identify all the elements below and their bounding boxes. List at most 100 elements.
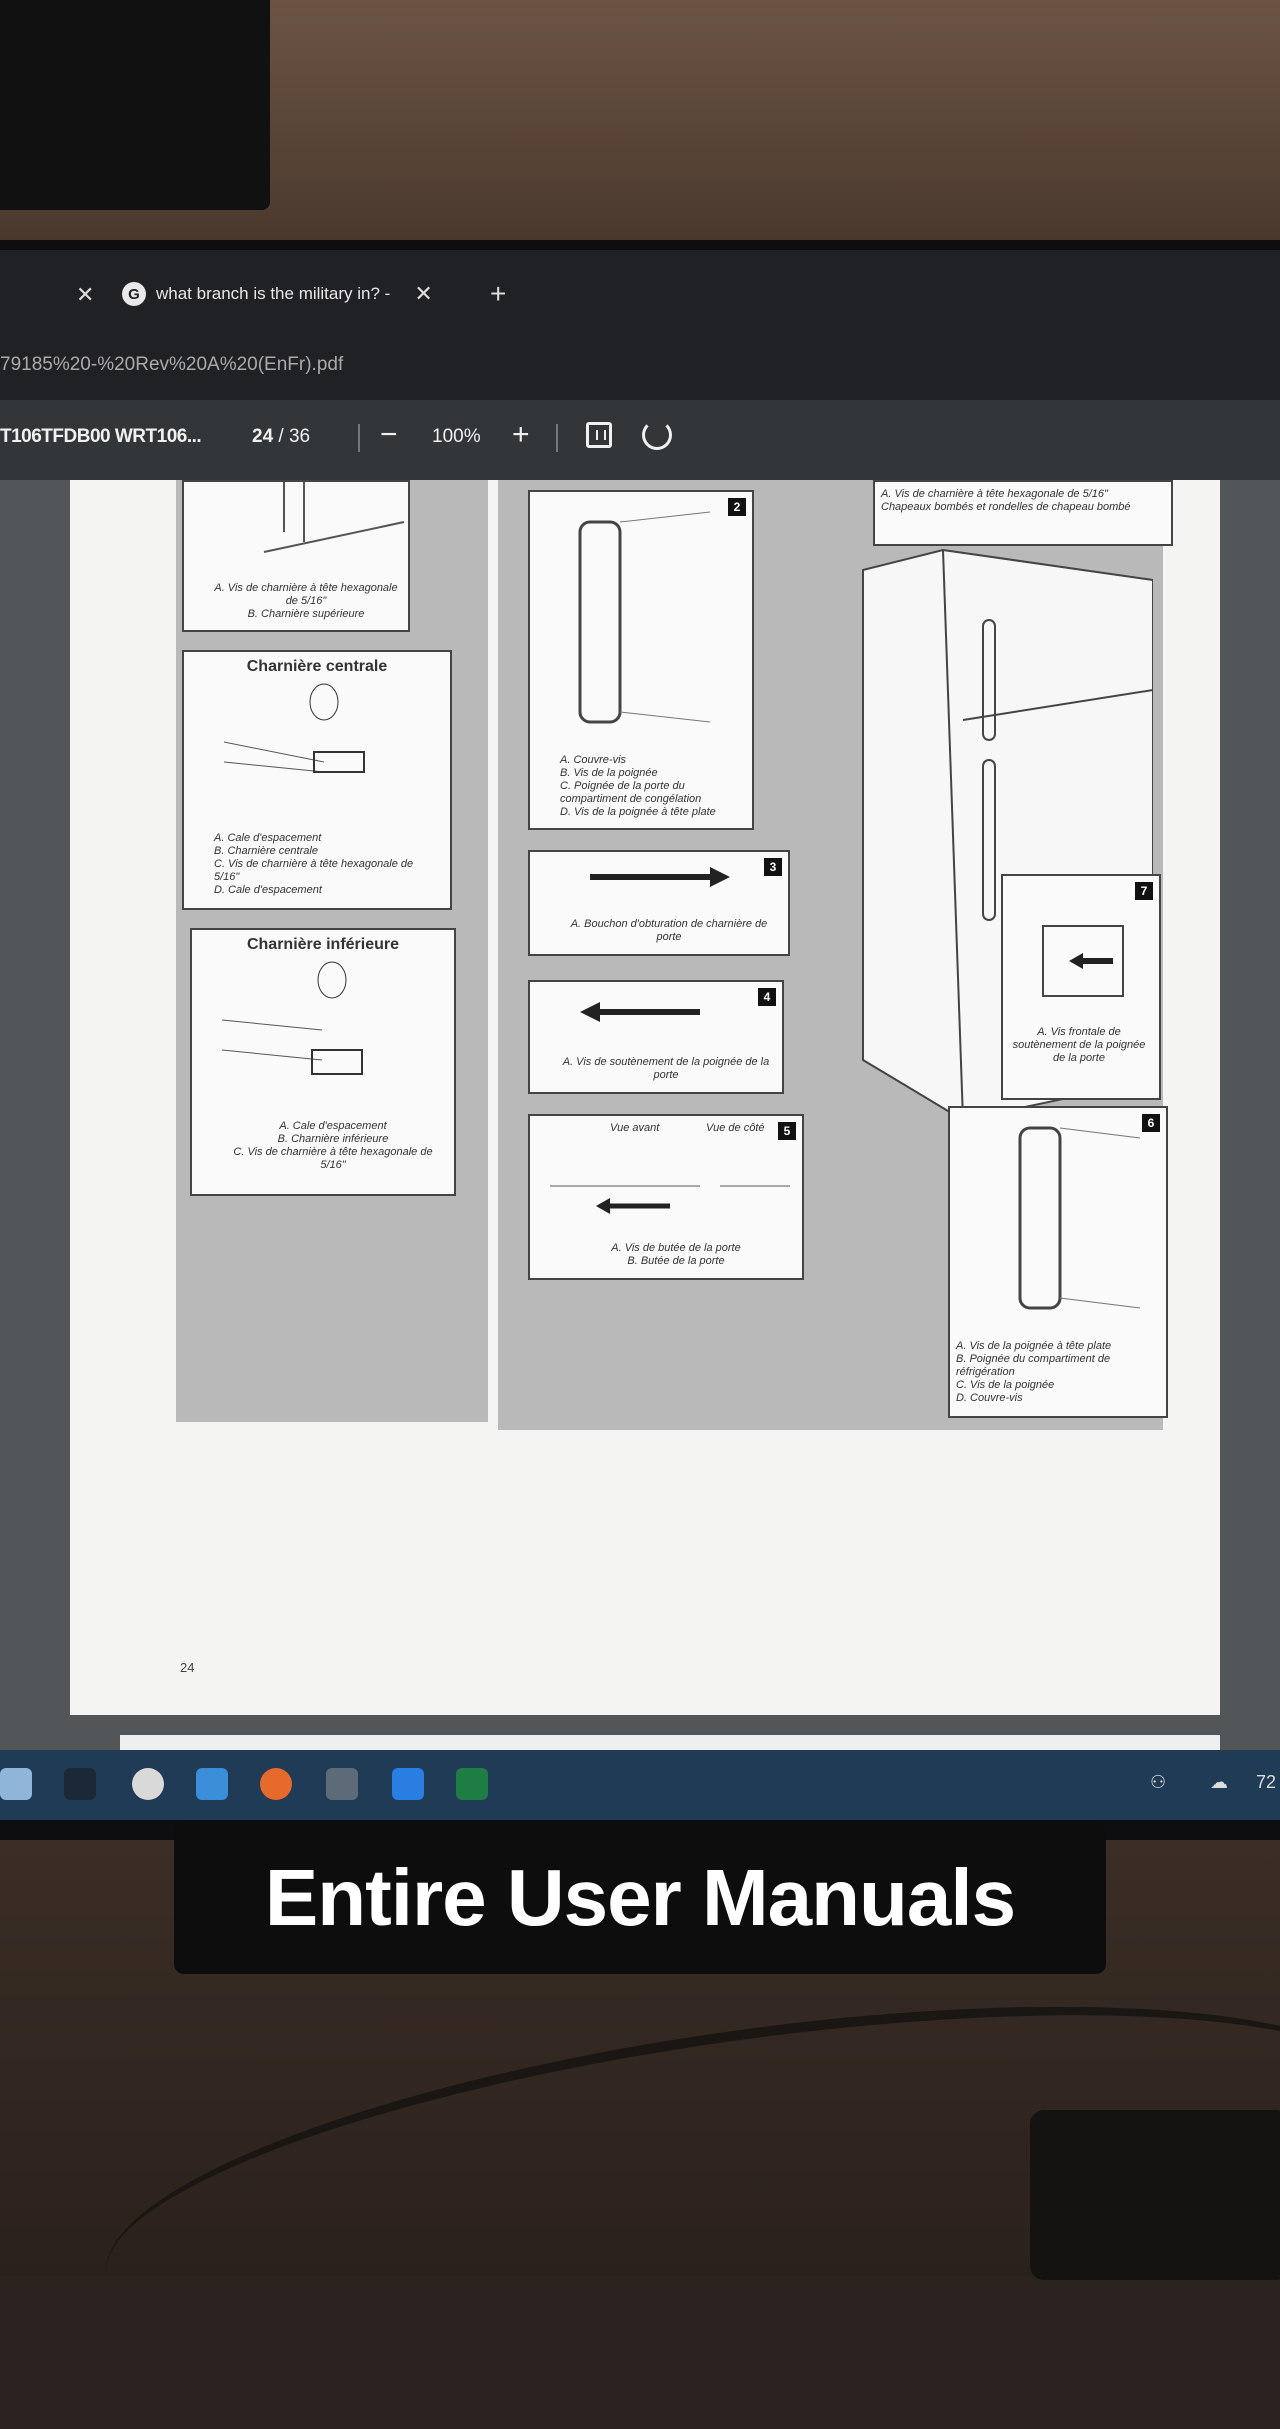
- caption-line: A. Couvre-vis: [560, 754, 627, 766]
- figure-caption: A. Cale d'espacement B. Charnière centra…: [214, 832, 440, 897]
- caption-line: B. Vis de la poignée: [560, 767, 658, 779]
- figure-number: 3: [764, 858, 782, 876]
- figure-number: 6: [1142, 1114, 1160, 1132]
- figure-number: 7: [1135, 882, 1153, 900]
- figure-caption: A. Vis de la poignée à tête plate B. Poi…: [956, 1340, 1156, 1405]
- caption-line: C. Poignée de la porte du compartiment d…: [560, 780, 702, 805]
- arrow-right-drawing: [590, 867, 730, 887]
- zoom-out-button[interactable]: −: [380, 418, 398, 451]
- windows-taskbar: ⚇ ☁ 72: [0, 1750, 1280, 1820]
- caption-line: A. Vis de butée de la porte: [611, 1242, 741, 1254]
- hinge-center-drawing: [223, 683, 365, 773]
- steam-icon[interactable]: [64, 1768, 96, 1800]
- zoom-in-button[interactable]: +: [512, 418, 530, 451]
- figure-caption: A. Vis frontale de soutènement de la poi…: [1012, 1026, 1146, 1064]
- close-icon[interactable]: ✕: [414, 281, 433, 306]
- video-caption: Entire User Manuals: [174, 1822, 1106, 1974]
- figure-caption: A. Vis de soutènement de la poignée de l…: [562, 1056, 770, 1081]
- caption-line: A. Vis de la poignée à tête plate: [956, 1340, 1112, 1352]
- refrigerator-figure: A. Vis de charnière à tête hexagonale de…: [853, 480, 1173, 1244]
- mail-icon[interactable]: [196, 1768, 228, 1800]
- new-tab-icon[interactable]: +: [490, 278, 507, 309]
- browser-tab[interactable]: G what branch is the military in? - ✕: [122, 274, 433, 314]
- page-total: / 36: [278, 426, 311, 447]
- figure-caption: A. Couvre-vis B. Vis de la poignée C. Po…: [560, 754, 742, 819]
- figure-caption: A. Vis de charnière à tête hexagonale de…: [214, 582, 398, 621]
- pdf-title: T106TFDB00 WRT106...: [0, 426, 202, 447]
- figure-number: 4: [758, 988, 776, 1006]
- right-column: 2 A. Couvre-vis B. Vis de la poignée C. …: [498, 480, 1173, 1430]
- caption-line: B. Charnière inférieure: [277, 1133, 389, 1145]
- figure-7: 7 A. Vis frontale de soutènement de la p…: [1001, 874, 1161, 1100]
- view-label-side: Vue de côté: [706, 1122, 765, 1134]
- fit-page-icon[interactable]: [586, 422, 612, 448]
- caption-line: D. Cale d'espacement: [214, 884, 322, 896]
- chrome-icon[interactable]: [132, 1768, 164, 1800]
- weather-icon[interactable]: ☁: [1210, 1772, 1228, 1792]
- desk-object: [1030, 2110, 1280, 2280]
- caption-line: D. Couvre-vis: [956, 1392, 1023, 1404]
- rotate-icon[interactable]: [642, 420, 672, 450]
- monitor-screen: ✕ G what branch is the military in? - ✕ …: [0, 250, 1280, 1820]
- weather-temperature: 72: [1256, 1772, 1277, 1792]
- tab-bar: ✕ G what branch is the military in? - ✕ …: [0, 270, 1280, 320]
- caption-line: A. Cale d'espacement: [214, 832, 322, 844]
- pdf-toolbar: T106TFDB00 WRT106... 24 / 36 − 100% +: [0, 400, 1280, 480]
- tab-title: what branch is the military in? -: [156, 284, 391, 303]
- address-url: 79185%20-%20Rev%20A%20(EnFr).pdf: [0, 354, 344, 375]
- figure-caption: A. Vis de charnière à tête hexagonale de…: [881, 488, 1131, 513]
- caption-line: B. Poignée du compartiment de réfrigérat…: [956, 1353, 1111, 1378]
- figure-hinge-bottom: Charnière inférieure A. Cale d'espacemen…: [190, 928, 456, 1196]
- caption-line: C. Vis de charnière à tête hexagonale de…: [233, 1146, 433, 1171]
- figure-hinge-center: Charnière centrale A. Cale d'espacement …: [182, 650, 452, 910]
- figure-number: 2: [728, 498, 746, 516]
- pdf-page: A. Vis de charnière à tête hexagonale de…: [70, 480, 1220, 1715]
- view-label-front: Vue avant: [610, 1122, 660, 1134]
- divider: [358, 424, 360, 452]
- door-stop-drawing: [550, 1185, 790, 1214]
- figure-caption: A. Cale d'espacement B. Charnière inféri…: [222, 1120, 444, 1172]
- figure-5: 5 Vue avant Vue de côté A. Vis de butée …: [528, 1114, 804, 1280]
- caption-line: C. Vis de la poignée: [956, 1379, 1055, 1391]
- left-column: A. Vis de charnière à tête hexagonale de…: [176, 480, 488, 1422]
- figure-4: 4 A. Vis de soutènement de la poignée de…: [528, 980, 784, 1094]
- figure-number: 5: [778, 1122, 796, 1140]
- figure-3: 3 A. Bouchon d'obturation de charnière d…: [528, 850, 790, 956]
- caption-line: D. Vis de la poignée à tête plate: [560, 806, 716, 818]
- page-current-input[interactable]: 24: [252, 426, 274, 447]
- people-icon[interactable]: ⚇: [1150, 1772, 1167, 1792]
- caption-line: B. Charnière supérieure: [247, 608, 365, 620]
- app-icon[interactable]: [326, 1768, 358, 1800]
- caption-line: B. Butée de la porte: [627, 1255, 725, 1267]
- close-icon[interactable]: ✕: [76, 282, 95, 307]
- figure-title: Charnière centrale: [246, 658, 388, 675]
- figure-caption: A. Vis de butée de la porte B. Butée de …: [560, 1242, 792, 1268]
- figure-caption: A. Bouchon d'obturation de charnière de …: [570, 918, 768, 943]
- caption-line: A. Cale d'espacement: [279, 1120, 387, 1132]
- figure-6: 6 A. Vis de la poignée à tête plate B. P…: [948, 1106, 1168, 1418]
- address-bar[interactable]: 79185%20-%20Rev%20A%20(EnFr).pdf: [0, 344, 1280, 388]
- hinge-top-drawing: [263, 482, 405, 553]
- firefox-icon[interactable]: [260, 1768, 292, 1800]
- excel-icon[interactable]: [456, 1768, 488, 1800]
- handle-drawing: [578, 511, 711, 724]
- caption-line: B. Charnière centrale: [214, 845, 318, 857]
- hinge-bottom-drawing: [221, 961, 363, 1075]
- background-object: [0, 0, 270, 210]
- google-icon: G: [122, 282, 146, 306]
- caption-line: C. Vis de charnière à tête hexagonale de…: [214, 858, 414, 883]
- pdf-viewport[interactable]: A. Vis de charnière à tête hexagonale de…: [0, 480, 1280, 1820]
- arrow-left-drawing: [580, 1002, 700, 1022]
- caption-line: A. Vis de charnière à tête hexagonale de…: [214, 582, 398, 607]
- media-player-icon[interactable]: [392, 1768, 424, 1800]
- divider: [556, 424, 558, 452]
- figure-2: 2 A. Couvre-vis B. Vis de la poignée C. …: [528, 490, 754, 830]
- figure-title: Charnière inférieure: [246, 936, 400, 953]
- zoom-level[interactable]: 100%: [432, 426, 481, 447]
- figure-1-caption-box: A. Vis de charnière à tête hexagonale de…: [873, 480, 1173, 546]
- page-indicator: 24 / 36: [252, 426, 310, 448]
- file-explorer-icon[interactable]: [0, 1768, 32, 1800]
- fridge-handle-drawing: [1018, 1126, 1141, 1310]
- figure-hinge-top: A. Vis de charnière à tête hexagonale de…: [182, 480, 410, 632]
- front-screw-drawing: [1042, 925, 1124, 997]
